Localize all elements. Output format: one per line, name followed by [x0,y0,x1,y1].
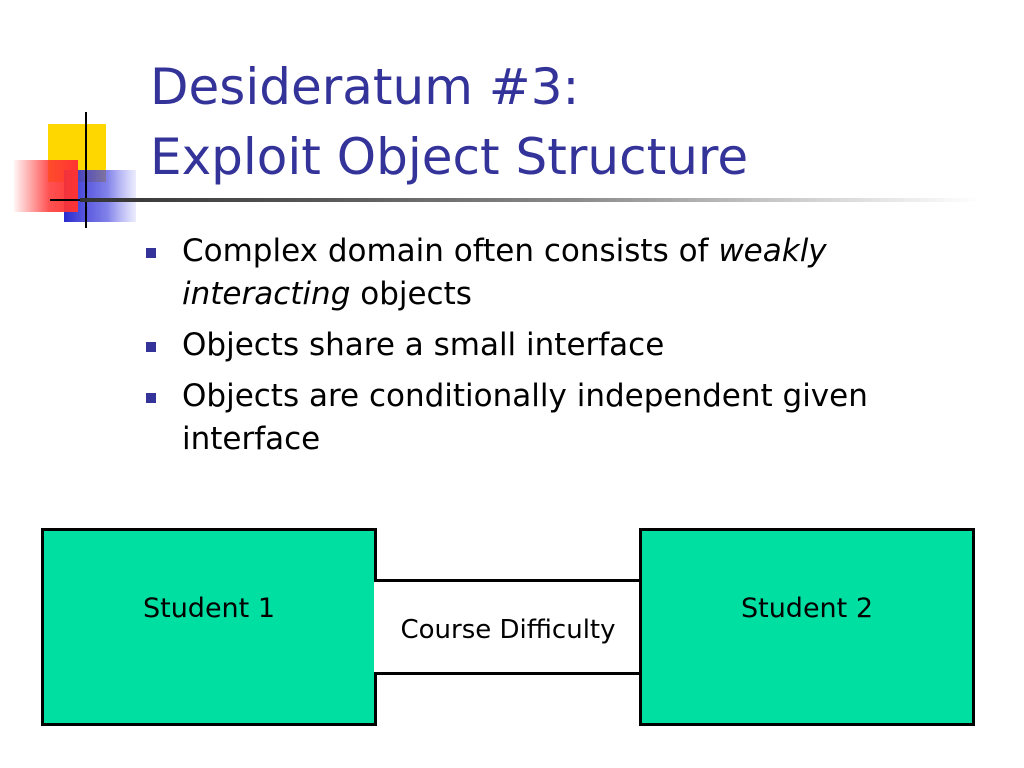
student-2-label: Student 2 [740,593,874,624]
bullet-item: Objects are conditionally independent gi… [144,375,984,461]
bullet-item: Objects share a small interface [144,324,984,367]
bullet-text-start: Complex domain often consists of [182,233,719,269]
bullet-text: Objects share a small interface [182,327,665,363]
course-difficulty-label: Course Difficulty [400,615,616,645]
logo-red-square [14,160,78,212]
student-2-box: Student 2 [639,528,975,726]
title-underline [80,198,980,202]
bullet-square-icon [146,393,156,403]
slide-title: Desideratum #3: Exploit Object Structure [150,52,748,192]
slide-title-line-1: Desideratum #3: [150,58,580,116]
bullet-square-icon [146,342,156,352]
bullet-list: Complex domain often consists of weakly … [144,230,984,469]
student-1-box: Student 1 [41,528,377,726]
course-difficulty-box: Course Difficulty [374,579,642,675]
bullet-text: Objects are conditionally independent gi… [182,378,868,457]
bullet-text-end: objects [350,276,472,312]
slide-title-line-2: Exploit Object Structure [150,128,749,186]
template-logo-graphic [14,112,150,228]
bullet-item: Complex domain often consists of weakly … [144,230,984,316]
bullet-emphasis-text: weakly interacting [182,233,827,312]
student-1-label: Student 1 [142,593,276,624]
bullet-square-icon [146,248,156,258]
